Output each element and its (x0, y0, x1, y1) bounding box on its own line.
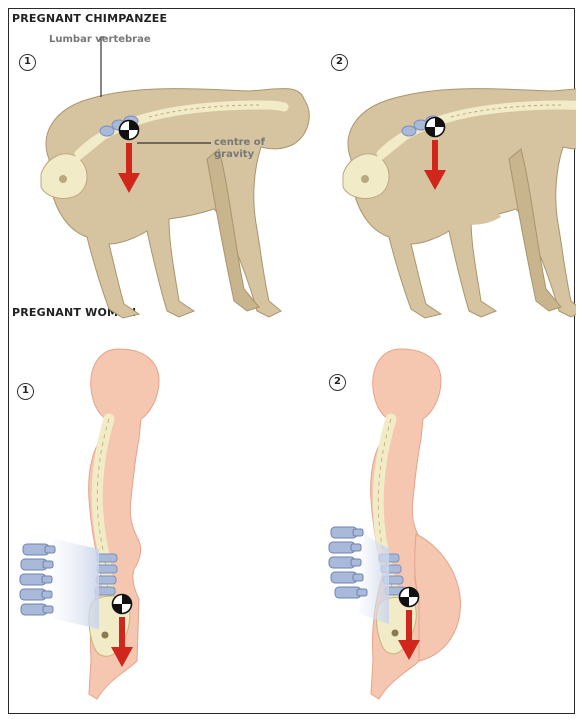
panel-number-woman-2: 2 (329, 374, 346, 391)
lumbar-zoom-1 (20, 544, 55, 615)
diagram-frame: PREGNANT CHIMPANZEE PREGNANT WOMAN (8, 8, 575, 714)
lumbar-vertebrae-label: Lumbar vertebrae (49, 34, 151, 46)
chimp-figure-2 (343, 89, 576, 318)
chimp-figure-1 (41, 89, 309, 318)
panel-number-chimp-2: 2 (331, 54, 348, 71)
centre-of-gravity-label-line2: gravity (214, 149, 254, 161)
diagram-artwork (9, 9, 576, 715)
centre-of-gravity-label-line1: centre of (214, 137, 265, 149)
panel-number-woman-1: 1 (17, 383, 34, 400)
panel-number-chimp-1: 1 (19, 54, 36, 71)
